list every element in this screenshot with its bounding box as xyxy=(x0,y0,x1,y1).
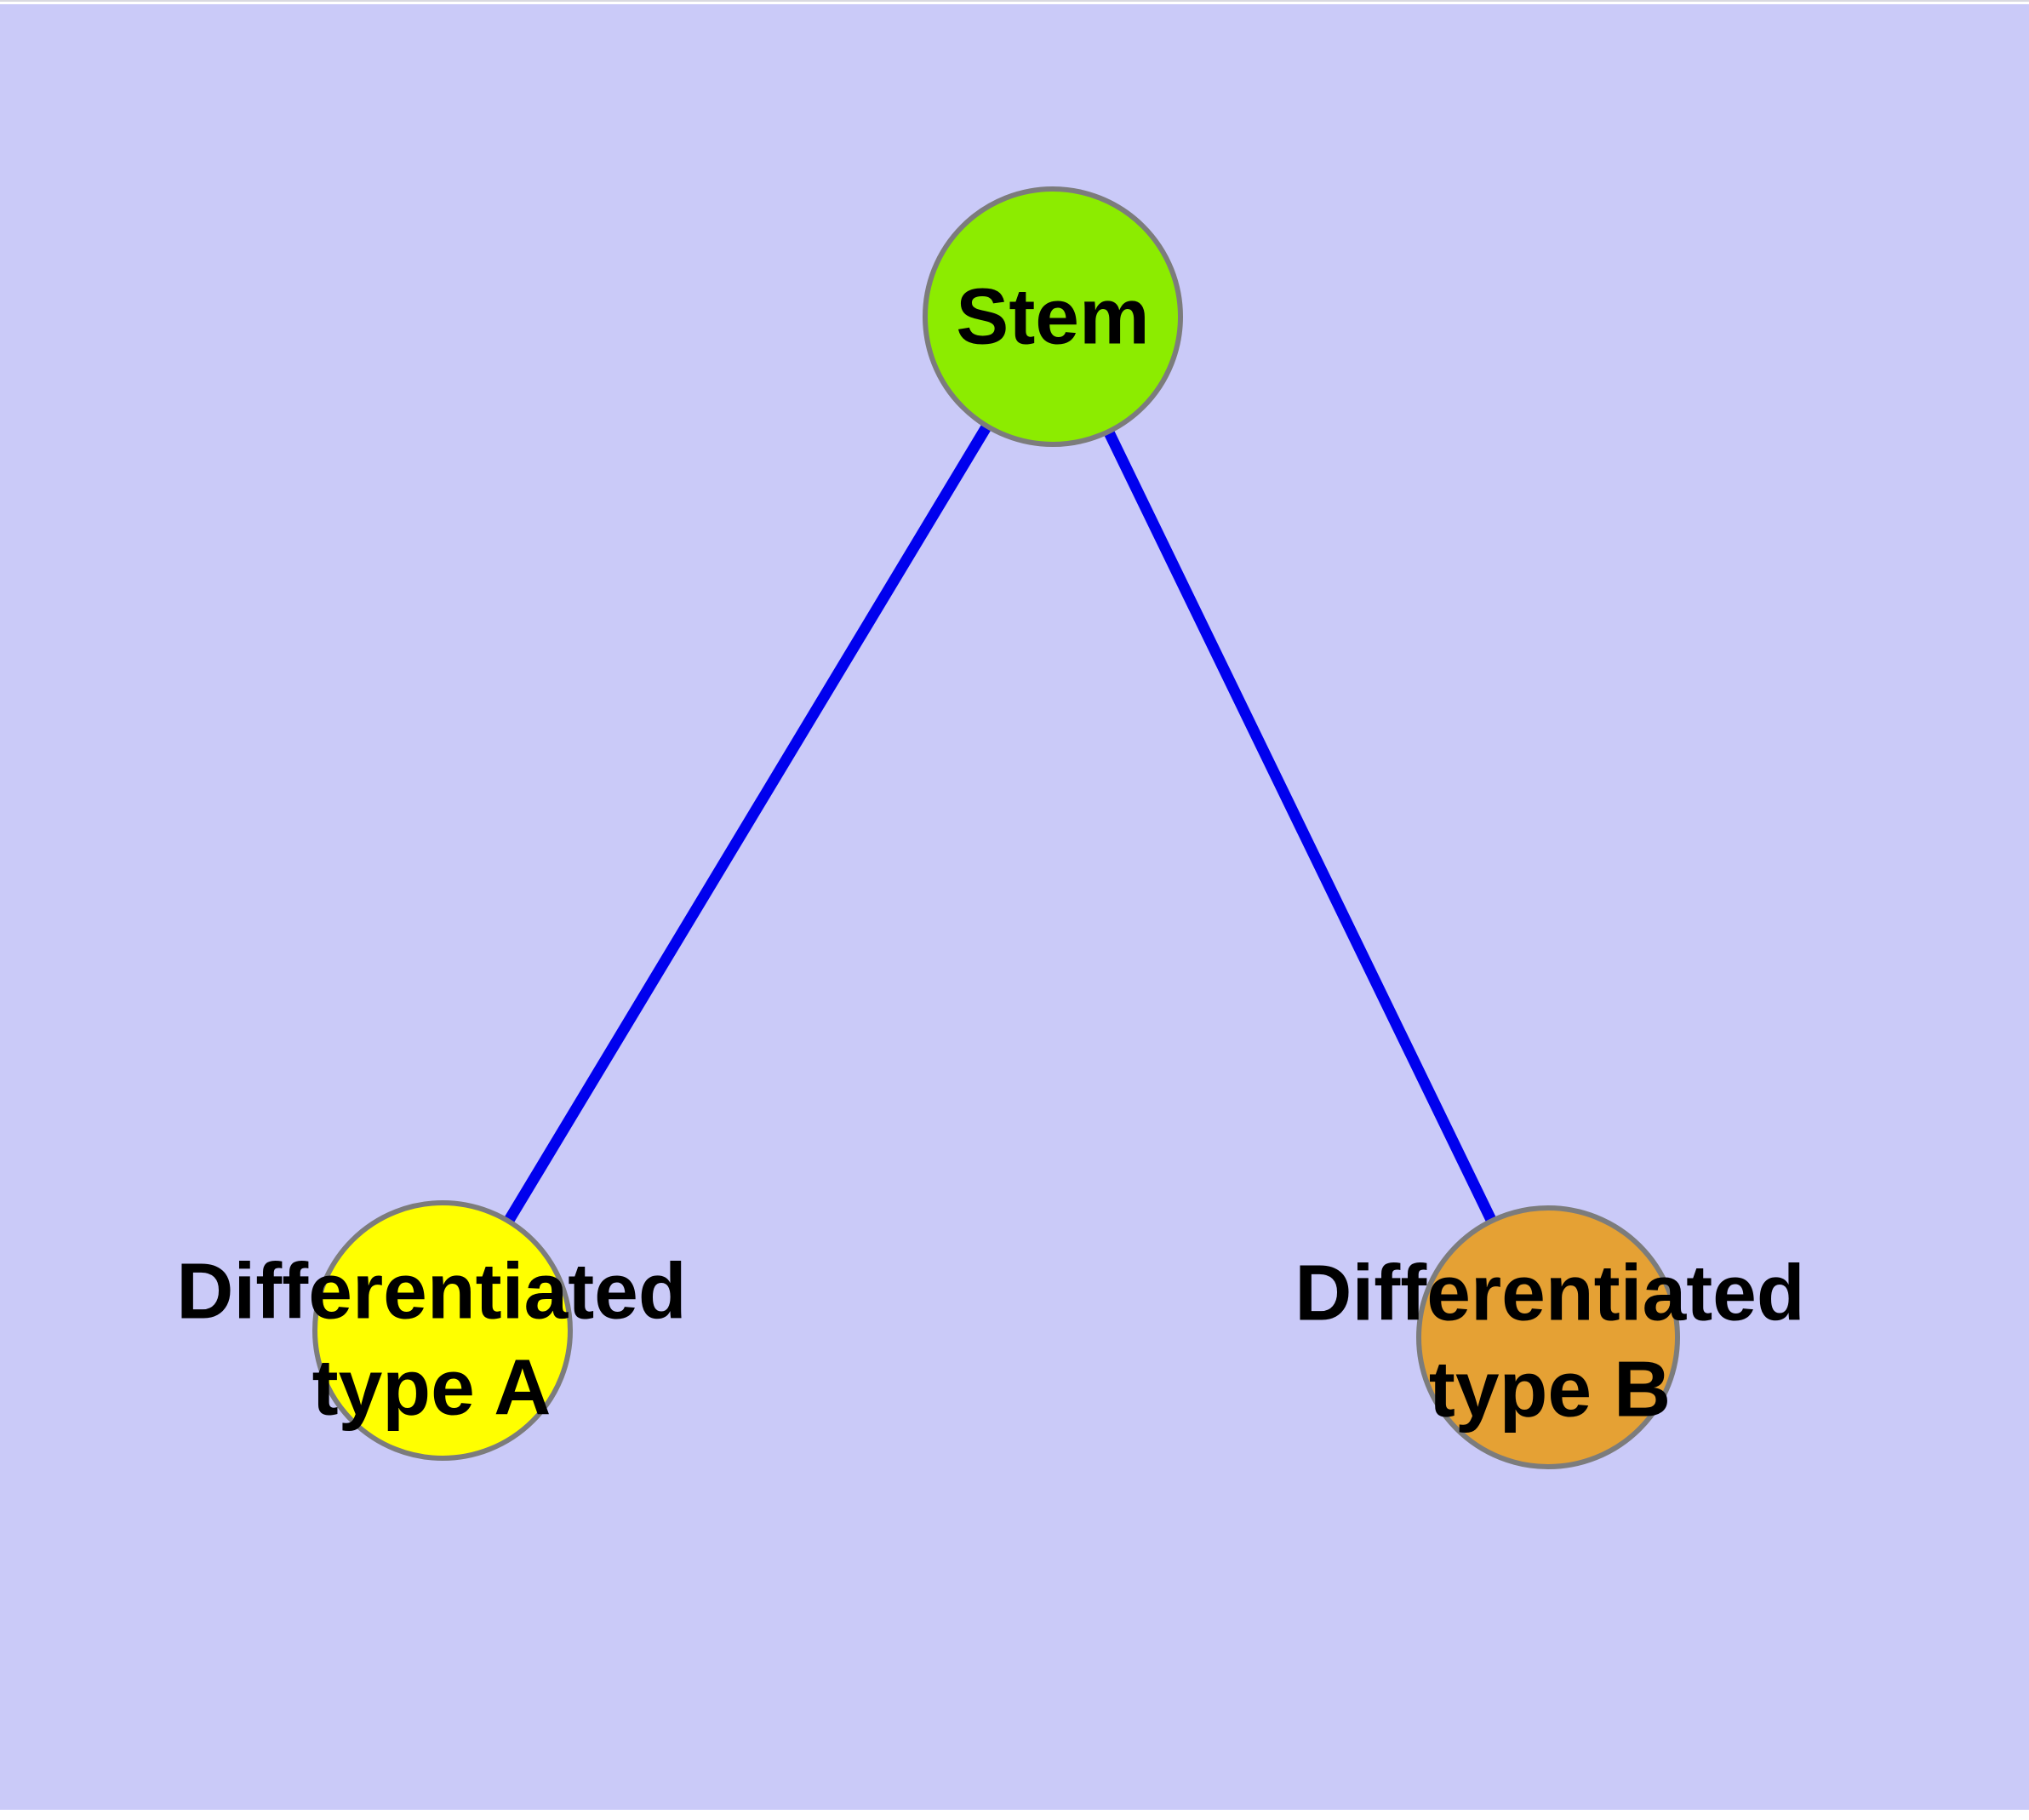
node-type-b-label: Differentiated type B xyxy=(1295,1248,1805,1434)
node-type-b xyxy=(1419,1208,1677,1467)
node-stem xyxy=(925,189,1180,444)
node-stem-border xyxy=(923,186,1183,447)
edge-stem-to-type-a xyxy=(437,313,1058,1334)
node-type-a xyxy=(315,1203,570,1458)
node-type-b-border xyxy=(1416,1205,1680,1469)
node-type-a-border xyxy=(312,1200,573,1461)
window-top-hairline xyxy=(0,0,2029,2)
node-stem-label: Stem xyxy=(956,272,1150,361)
node-type-a-label: Differentiated type A xyxy=(176,1246,687,1432)
edge-stem-to-type-b xyxy=(1048,314,1553,1340)
